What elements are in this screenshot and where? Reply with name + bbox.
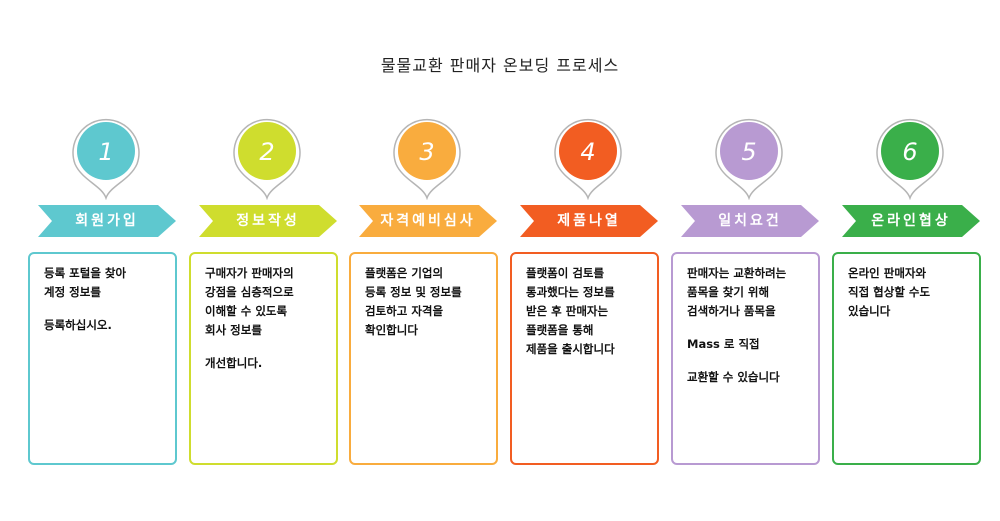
step-description-text: 등록하십시오. xyxy=(44,318,112,332)
step-number: 1 xyxy=(98,138,113,166)
step-banner xyxy=(842,205,980,237)
step-label: 일치요건 xyxy=(718,213,782,229)
step-number-circle xyxy=(559,122,617,180)
step-number: 6 xyxy=(902,138,917,166)
step-description-card: 플랫폼은 기업의 등록 정보 및 정보를 검토하고 자격을 확인합니다 xyxy=(349,252,498,465)
step-number: 3 xyxy=(419,138,434,166)
step-pin-icon: 6 xyxy=(876,119,944,200)
step-banner xyxy=(38,205,176,237)
step-description-text: 판매자는 교환하려는 품목을 찾기 위해 검색하거나 품목을 xyxy=(687,266,787,318)
step-number-circle xyxy=(77,122,135,180)
step-number: 5 xyxy=(741,138,756,166)
step-number-circle xyxy=(238,122,296,180)
step-description-text: Mass 로 직접 xyxy=(687,337,760,351)
step-label: 제품나열 xyxy=(557,213,621,229)
step-number-circle xyxy=(720,122,778,180)
step-pin-icon: 2 xyxy=(233,119,301,200)
step-banner xyxy=(199,205,337,237)
step-number-circle xyxy=(881,122,939,180)
step-pin-icon: 5 xyxy=(715,119,783,200)
step-number: 4 xyxy=(580,138,595,166)
page-title: 물물교환 판매자 온보딩 프로세스 xyxy=(380,56,620,75)
step-label: 정보작성 xyxy=(236,213,300,229)
step-banner xyxy=(681,205,819,237)
step-banner xyxy=(520,205,658,237)
step-label: 온라인협상 xyxy=(871,213,951,229)
step-description-text: 구매자가 판매자의 강점을 심층적으로 이해할 수 있도록 회사 정보를 xyxy=(205,266,294,337)
step-description-text: 플랫폼은 기업의 등록 정보 및 정보를 검토하고 자격을 확인합니다 xyxy=(365,266,462,337)
step-number-circle xyxy=(398,122,456,180)
step-pin-icon: 1 xyxy=(72,119,140,200)
step-label: 회원가입 xyxy=(75,213,139,229)
step-banner xyxy=(359,205,497,237)
step-description-card: 플랫폼이 검토를 통과했다는 정보를 받은 후 판매자는 플랫폼을 통해 제품을… xyxy=(510,252,659,465)
step-number: 2 xyxy=(259,138,274,166)
step-pin-icon: 4 xyxy=(554,119,622,200)
step-description-text: 등록 포털을 찾아 계정 정보를 xyxy=(44,266,127,299)
step-description-card: 온라인 판매자와 직접 협상할 수도 있습니다 xyxy=(832,252,981,465)
step-description-text: 온라인 판매자와 직접 협상할 수도 있습니다 xyxy=(848,266,931,318)
step-description-text: 플랫폼이 검토를 통과했다는 정보를 받은 후 판매자는 플랫폼을 통해 제품을… xyxy=(526,266,615,356)
step-pin-icon: 3 xyxy=(393,119,461,200)
step-label: 자격예비심사 xyxy=(380,213,476,229)
step-description-text: 개선합니다. xyxy=(205,356,263,370)
step-description-text: 교환할 수 있습니다 xyxy=(687,370,780,384)
